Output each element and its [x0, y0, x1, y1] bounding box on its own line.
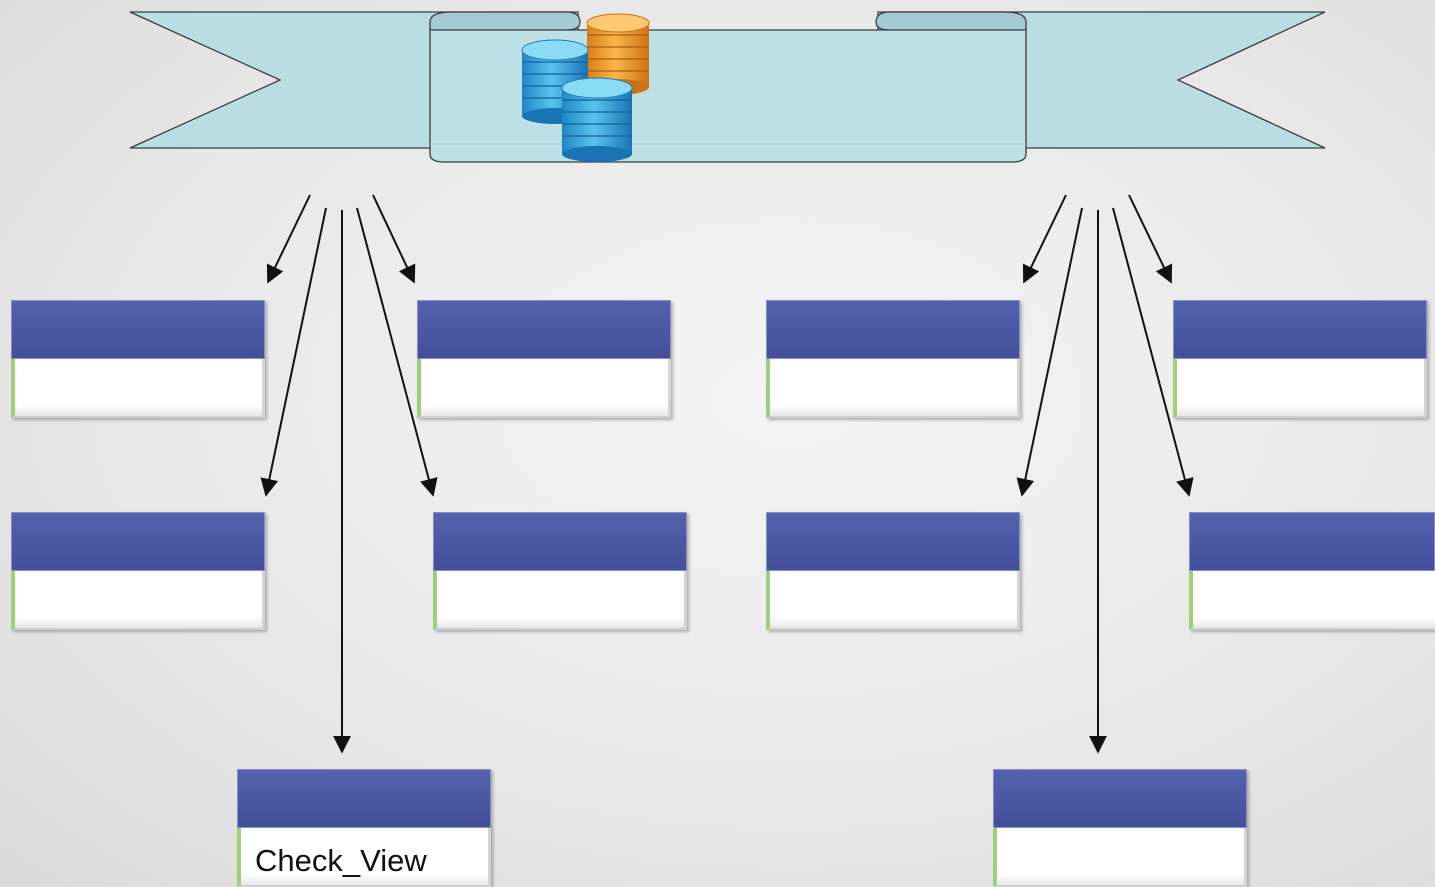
- database-icon: [521, 13, 650, 162]
- table-box: [1173, 300, 1427, 418]
- table-box: [11, 512, 265, 630]
- arrow-to-t7: [1128, 194, 1173, 284]
- table-box: [766, 300, 1020, 418]
- table-header: [237, 769, 491, 828]
- arrow-to-t9: [1112, 207, 1194, 497]
- arrow-to-t4: [356, 207, 438, 497]
- table-label: Check_View: [237, 828, 491, 887]
- ribbon-right-fold: [875, 11, 1027, 31]
- table-label: [11, 359, 265, 418]
- arrows-right-group: [1016, 194, 1194, 754]
- table-label: [417, 359, 671, 418]
- table-label: [1173, 359, 1427, 418]
- table-label: [11, 571, 265, 630]
- table-label: [433, 571, 687, 630]
- table-header: [433, 512, 687, 571]
- ribbon-left-fold: [429, 11, 581, 31]
- db-cylinder-blue-front: [561, 77, 633, 162]
- table-label: [766, 359, 1020, 418]
- arrows-left-group: [260, 194, 438, 754]
- table-header: [993, 769, 1247, 828]
- ribbon-banner: [129, 11, 1326, 163]
- arrow-to-t8: [1016, 207, 1083, 497]
- table-header: [417, 300, 671, 359]
- table-label: [766, 571, 1020, 630]
- table-header: [1189, 512, 1435, 571]
- arrow-to-t3: [260, 207, 327, 497]
- arrow-to-t6: [1022, 194, 1067, 284]
- arrow-to-t2: [372, 194, 416, 284]
- table-label: [1189, 571, 1435, 630]
- ribbon-center: [429, 29, 1027, 163]
- table-box: [433, 512, 687, 630]
- table-header: [11, 512, 265, 571]
- table-box: Check_View: [237, 769, 491, 887]
- table-header: [11, 300, 265, 359]
- table-box: [766, 512, 1020, 630]
- arrow-to-t1: [266, 194, 311, 284]
- table-header: [766, 512, 1020, 571]
- table-header: [1173, 300, 1427, 359]
- table-label: [993, 828, 1247, 887]
- table-box: [11, 300, 265, 418]
- table-box: [417, 300, 671, 418]
- table-box: [1189, 512, 1435, 630]
- table-box: [993, 769, 1247, 887]
- table-header: [766, 300, 1020, 359]
